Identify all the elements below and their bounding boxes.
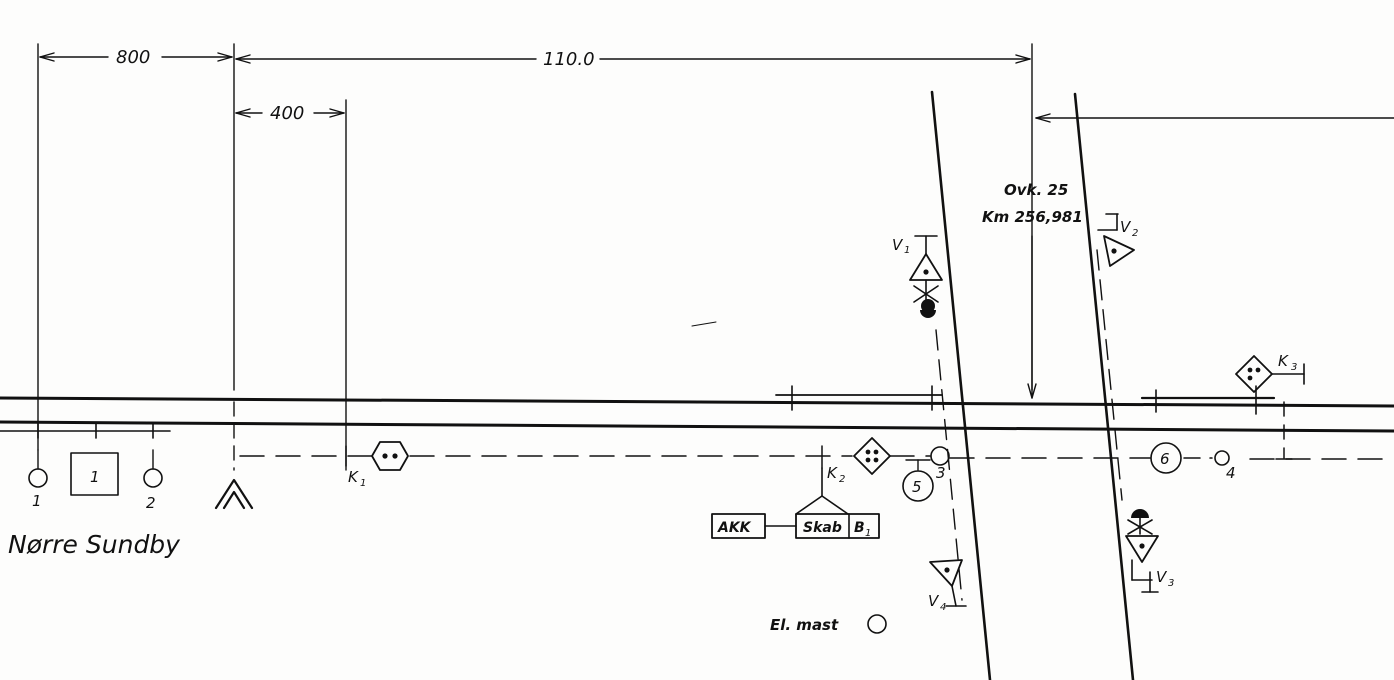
level-crossing-road bbox=[930, 90, 1135, 680]
cabinet-b-index: 1 bbox=[865, 528, 871, 539]
point-5-marker bbox=[902, 459, 934, 502]
crossing-number: Ovk. 25 bbox=[1004, 181, 1068, 199]
signal-v2-icon bbox=[1097, 213, 1135, 267]
cabinet-skab-label: Skab bbox=[803, 520, 842, 536]
track-circuit-segments bbox=[775, 385, 1276, 415]
signal-v3-index: 3 bbox=[1168, 578, 1174, 589]
dimension-lines bbox=[37, 43, 1394, 471]
signal-v4-index: 4 bbox=[940, 602, 946, 613]
cabinet-b-label: B bbox=[854, 520, 865, 536]
point-3-label: 3 bbox=[936, 464, 946, 482]
point-6-marker bbox=[1150, 442, 1182, 474]
station-symbols bbox=[28, 449, 163, 496]
el-mast-legend-label: El. mast bbox=[770, 616, 839, 634]
station-box-label: 1 bbox=[90, 468, 100, 486]
signal-v3-letter: V bbox=[1156, 568, 1168, 586]
point-6-label: 6 bbox=[1160, 450, 1170, 468]
point-4-label: 4 bbox=[1226, 464, 1236, 482]
signal-v1-letter: V bbox=[892, 236, 904, 254]
signal-k1-index: 1 bbox=[360, 478, 366, 489]
station-name: Nørre Sundby bbox=[8, 530, 181, 559]
signal-cable-dashed bbox=[239, 401, 1394, 469]
signal-k3-icon bbox=[1235, 355, 1305, 393]
signal-k2-letter: K bbox=[827, 464, 838, 482]
point-3-marker bbox=[930, 446, 950, 466]
point-4-marker bbox=[1214, 450, 1230, 466]
dim-400-label: 400 bbox=[270, 103, 304, 124]
cabinet-akk-label: AKK bbox=[717, 520, 752, 536]
signal-k3-letter: K bbox=[1278, 352, 1289, 370]
dim-800-label: 800 bbox=[116, 47, 150, 68]
chevron-up-icon bbox=[214, 478, 254, 510]
cabinets bbox=[711, 467, 880, 539]
crossing-km: Km 256,981 bbox=[982, 208, 1083, 226]
dim-1100-label: 110.0 bbox=[543, 49, 595, 70]
station-left-label: 1 bbox=[32, 492, 42, 510]
signal-k1-letter: K bbox=[348, 468, 359, 486]
signal-k1-icon bbox=[371, 441, 409, 471]
signal-v4-letter: V bbox=[928, 592, 940, 610]
signal-v1-index: 1 bbox=[904, 245, 910, 256]
signal-k3-index: 3 bbox=[1291, 362, 1297, 373]
station-right-label: 2 bbox=[146, 494, 156, 512]
signal-k2-icon bbox=[853, 437, 891, 475]
signal-v3-icon bbox=[1125, 509, 1159, 593]
main-tracks bbox=[0, 396, 1394, 439]
point-5-label: 5 bbox=[912, 478, 922, 496]
signal-v2-index: 2 bbox=[1132, 228, 1138, 239]
signal-k2-index: 2 bbox=[839, 474, 845, 485]
el-mast-icon bbox=[867, 614, 887, 634]
signal-v1-icon bbox=[909, 235, 943, 318]
signal-v4-icon bbox=[929, 559, 967, 607]
signal-v2-letter: V bbox=[1120, 218, 1132, 236]
